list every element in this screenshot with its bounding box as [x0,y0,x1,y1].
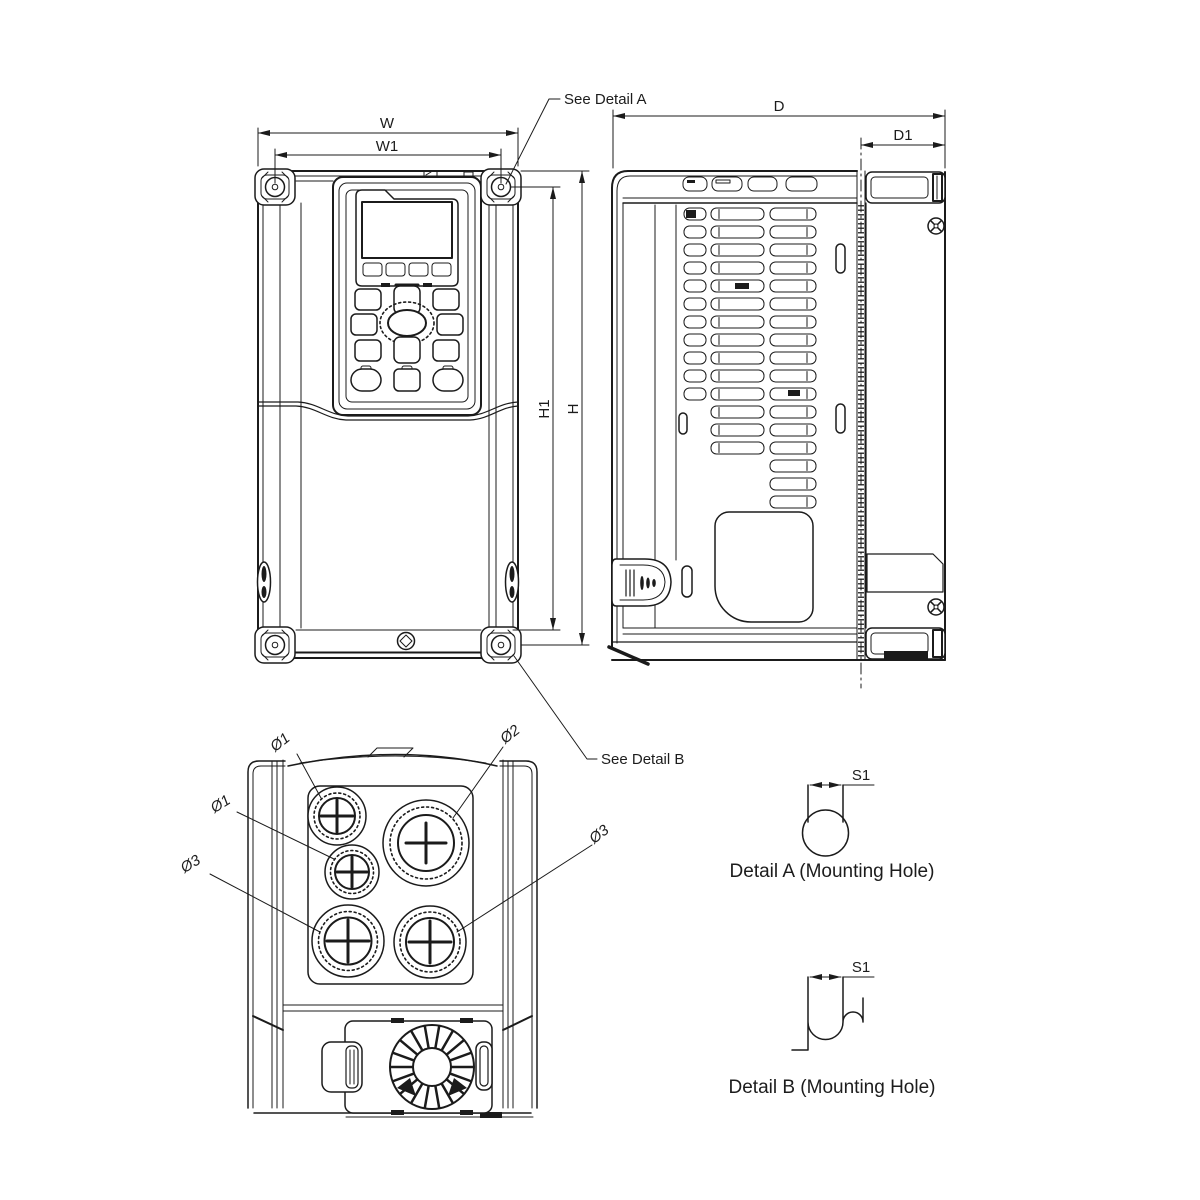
front-bottom-screw [396,631,416,651]
see-detail-a-label: See Detail A [564,91,647,108]
front-face-arc-2 [299,755,487,764]
dim-label-w: W [380,115,395,132]
cooling-fan [389,1024,475,1110]
side-clip-slot-left [256,561,272,603]
keypad-button[interactable] [354,288,382,311]
reset-button[interactable] [432,368,464,392]
gland-hole-dia3-left [311,904,385,978]
label-dia2: Ø2 [496,721,524,748]
gland-hole-dia1-top [307,786,367,846]
mounting-plate [856,137,946,689]
detail-a-s1-label: S1 [852,767,870,784]
label-dia3-left: Ø3 [177,851,204,877]
dim-label-d: D [774,98,785,115]
plate-cutout [866,553,944,593]
gland-hole-dia3-right [393,905,467,979]
side-view [607,137,946,689]
bottom-foot-wedge [607,645,650,666]
leader-detail-a [505,98,561,185]
front-view [254,168,522,664]
keypad-button[interactable] [432,288,460,311]
gland-plate [307,785,474,985]
side-clip-slot-right [504,561,520,603]
leader-detail-b [513,655,598,760]
keypad-button[interactable] [436,313,464,336]
cover-seam-line-2 [257,405,519,421]
side-slot [681,565,693,598]
plate-screw-top [927,217,945,235]
side-latch [611,558,672,607]
face-seam-tab [367,747,414,758]
dim-label-h: H [565,404,582,415]
run-button[interactable] [350,368,382,392]
side-slot [835,403,846,434]
led-indicator [423,283,432,287]
keypad-button[interactable] [350,313,378,336]
gland-hole-dia1-mid [324,844,380,900]
fan-slot-right [475,1041,493,1091]
label-dia1-top: Ø1 [266,730,293,756]
detail-b-s1-label: S1 [852,959,870,976]
function-key[interactable] [385,262,406,277]
mounting-foot-bottom-left [254,626,296,664]
detail-b: S1 Detail B (Mounting Hole) [729,959,936,1098]
label-dia3-right: Ø3 [585,821,613,848]
side-slot [835,243,846,274]
keypad [332,176,482,416]
keypad-button[interactable] [354,339,382,362]
bottom-view: Ø1 Ø2 Ø1 Ø3 Ø3 [177,721,613,1118]
label-dia1-mid: Ø1 [207,792,234,818]
see-detail-b-label: See Detail B [601,751,684,768]
dim-label-d1: D1 [893,127,912,144]
fan-latch [321,1041,363,1093]
detail-b-caption: Detail B (Mounting Hole) [729,1077,936,1098]
nameplate-patch [714,511,814,623]
fan-section [321,1018,493,1115]
keypad-button-down[interactable] [393,336,421,364]
stop-button[interactable] [393,368,421,392]
vent-grid [683,207,817,509]
fan-hub [412,1047,452,1087]
function-key[interactable] [431,262,452,277]
dim-label-h1: H1 [536,399,553,418]
function-key[interactable] [408,262,429,277]
detail-a: S1 Detail A (Mounting Hole) [730,767,935,882]
plate-screw-bottom [927,598,945,616]
keypad-button[interactable] [432,339,460,362]
dim-label-w1: W1 [376,138,399,155]
detail-a-caption: Detail A (Mounting Hole) [730,861,935,882]
nav-wheel[interactable] [387,309,427,337]
lcd-screen [361,201,453,259]
gland-hole-dia2 [382,799,470,887]
plate-bottom-tab [884,651,928,660]
side-slot [678,412,688,435]
dimensions: W W1 H1 H D D1 See Detail A See Detail B [257,91,946,768]
function-key[interactable] [362,262,383,277]
led-indicator [381,283,390,287]
